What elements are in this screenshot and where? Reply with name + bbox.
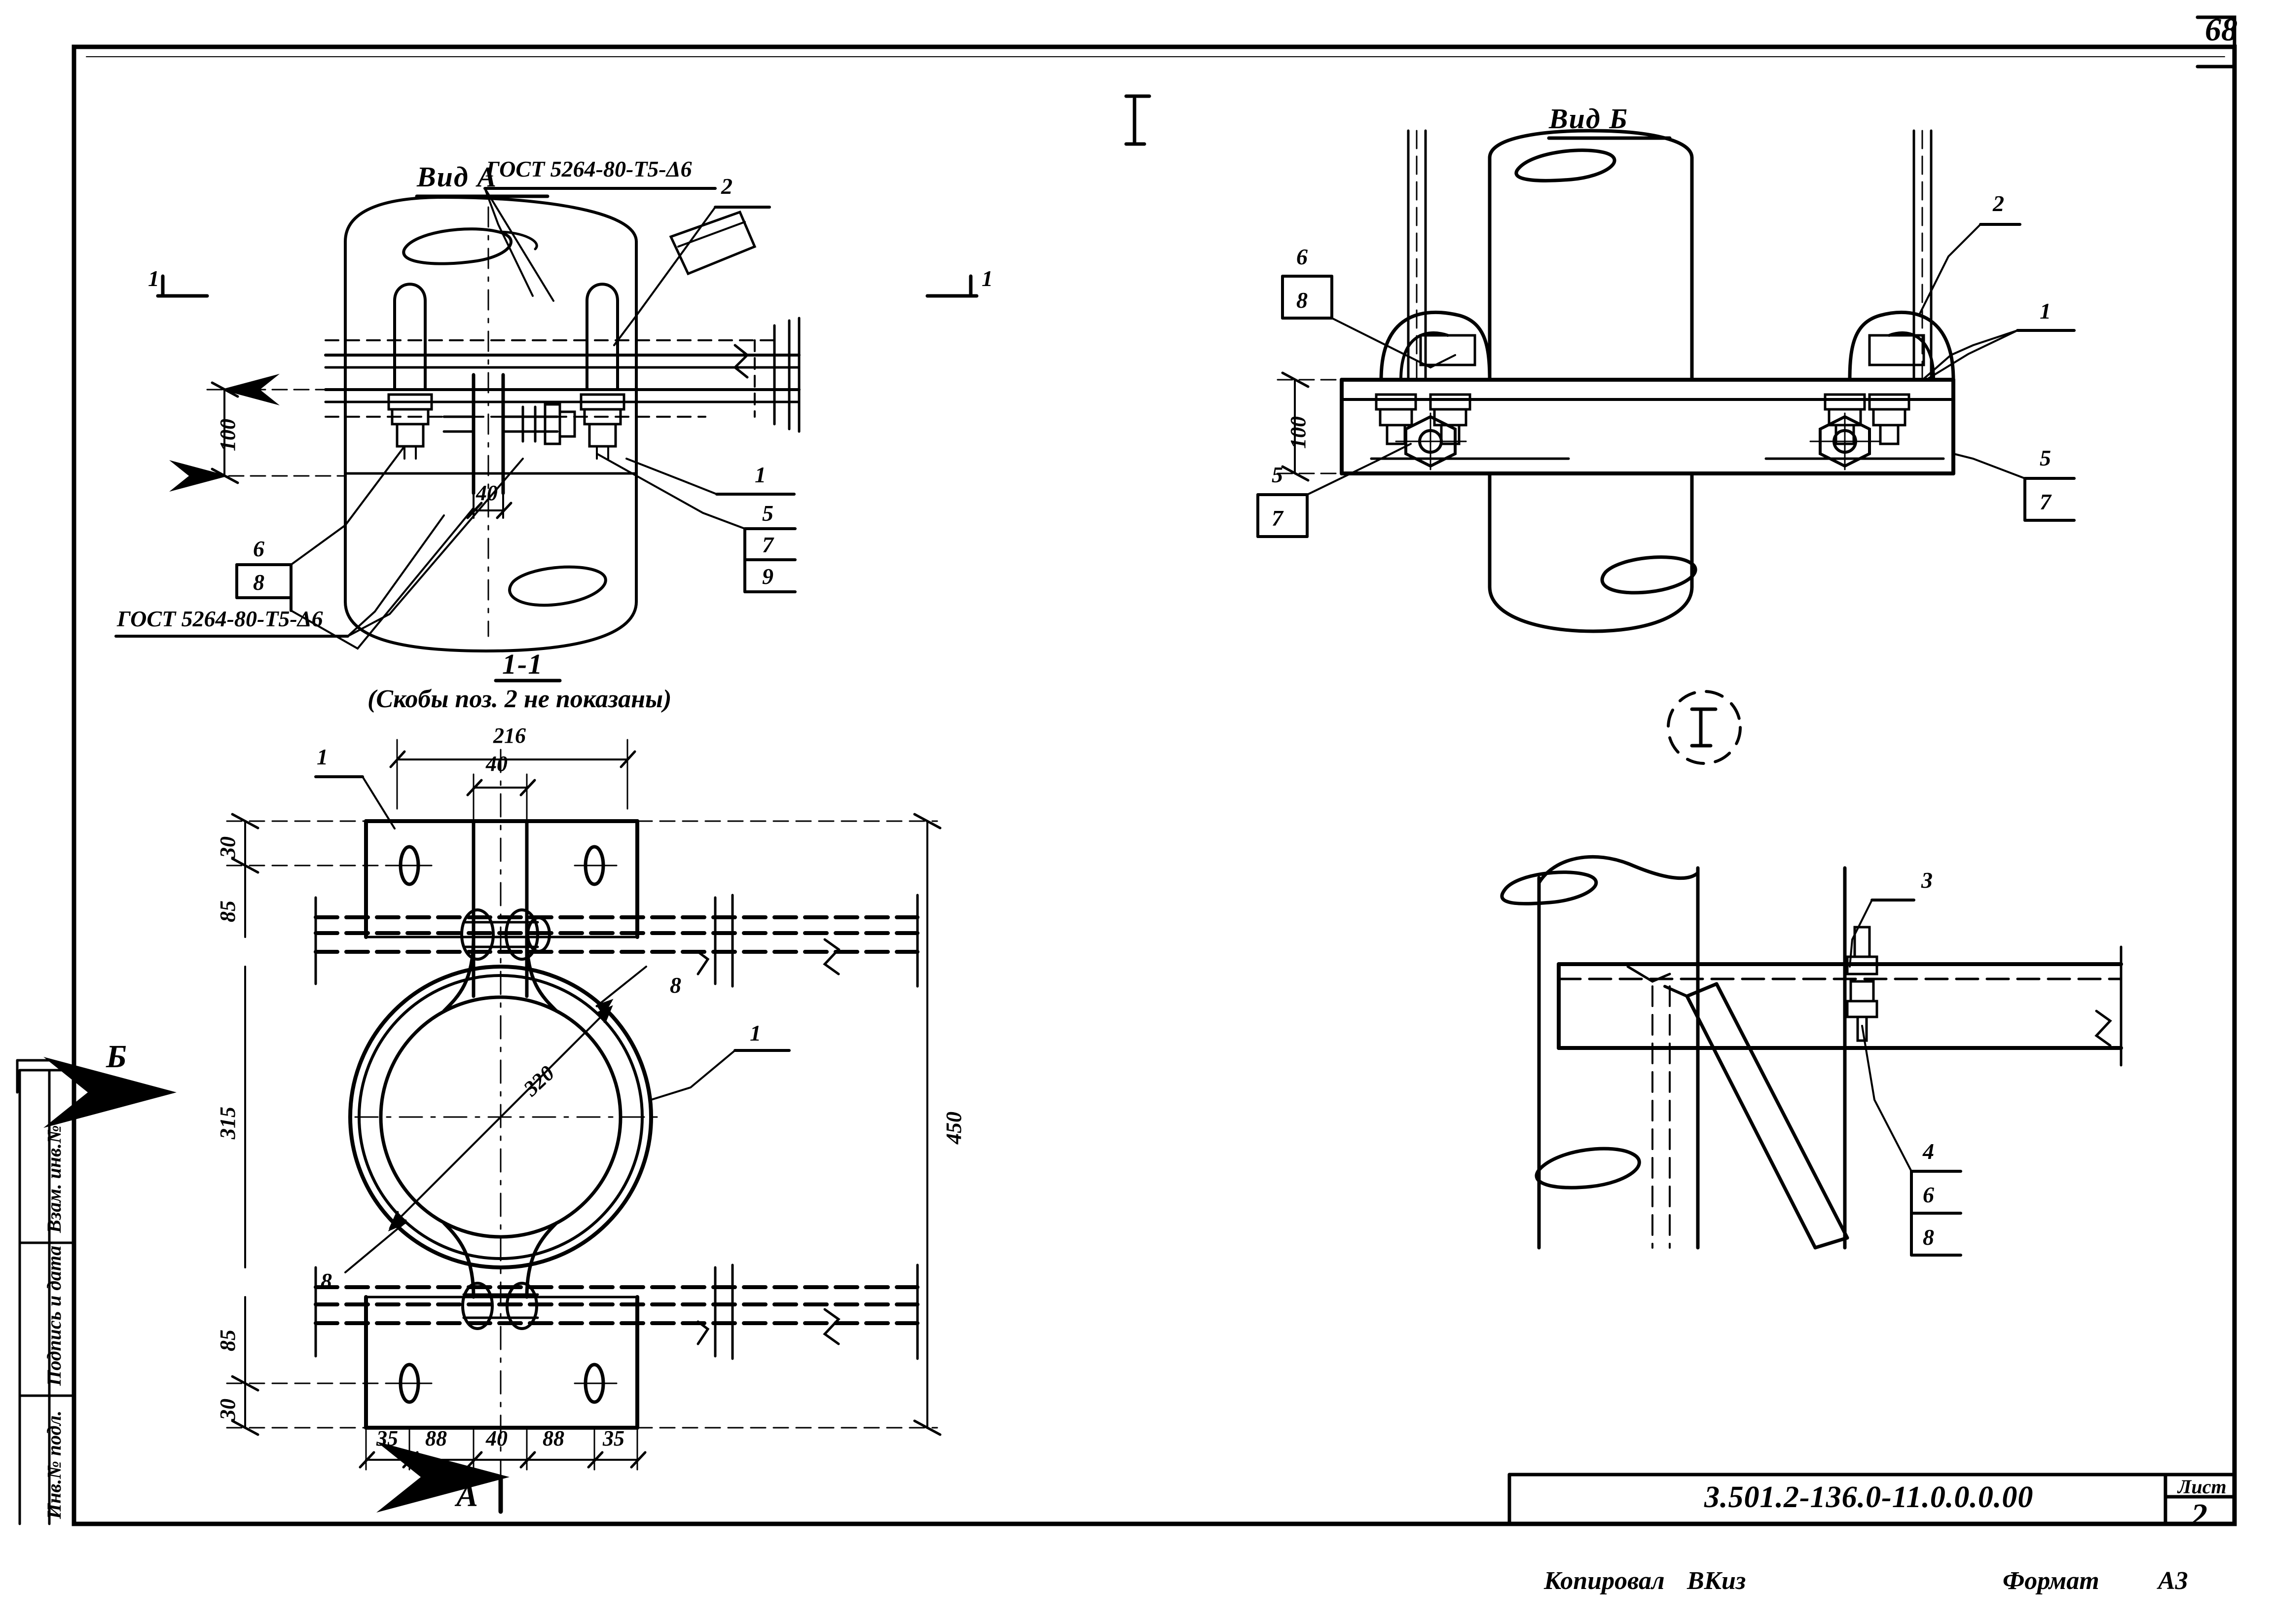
section-dim-30-top: 30 (216, 836, 240, 858)
title-block (1507, 1473, 2236, 1526)
section-dim-88-left: 88 (425, 1426, 447, 1450)
section-dim-40-bottom: 40 (486, 1426, 508, 1450)
view-b-callout-5-right: 5 (2040, 445, 2051, 470)
view-b-callout-8: 8 (1296, 288, 1308, 313)
view-a-callout-1: 1 (755, 462, 766, 487)
detail-callout-4: 4 (1923, 1139, 1934, 1164)
section-1-1-subtitle: (Скобы поз. 2 не показаны) (367, 685, 672, 713)
drawing-code: 3.501.2-136.0-11.0.0.0.00 (1704, 1480, 2034, 1514)
section-weld-8-top: 8 (670, 973, 681, 998)
section-dim-35-right: 35 (603, 1426, 624, 1450)
section-dim-315: 315 (216, 1107, 240, 1139)
view-a-weld-note-top: ГОСТ 5264-80-Т5-Δ6 (486, 156, 692, 181)
view-a-callout-8: 8 (253, 570, 264, 595)
detail-callout-6: 6 (1923, 1182, 1934, 1207)
view-b-callout-7-left: 7 (1272, 505, 1283, 531)
margin-field-inv-podl: Инв.№ подл. (43, 1410, 65, 1519)
view-b-dim-100: 100 (1286, 416, 1310, 449)
copied-by: ВКиз (1687, 1567, 1746, 1595)
margin-field-podpis-data: Подпись и дата (43, 1245, 65, 1386)
view-b-callout-6: 6 (1296, 244, 1308, 269)
section-1-1-title: 1-1 (502, 648, 544, 680)
page-number: 68 (2205, 12, 2237, 48)
view-b-title: Вид Б (1549, 103, 1629, 135)
sheet-frame (16, 15, 2237, 1526)
section-weld-8-bottom: 8 (321, 1268, 332, 1294)
view-a-section-mark-left: 1 (148, 266, 159, 291)
view-a-title: Вид А (417, 161, 497, 193)
section-dim-30-bottom: 30 (216, 1399, 240, 1420)
section-arrow-mark-b: Б (106, 1039, 127, 1075)
view-b-callout-2: 2 (1993, 191, 2004, 216)
view-a-weld-note-bottom: ГОСТ 5264-80-Т5-Δ6 (117, 606, 323, 631)
section-dim-85-bottom: 85 (216, 1330, 240, 1351)
view-b-callout-1: 1 (2040, 298, 2051, 324)
section-dim-450: 450 (942, 1112, 966, 1144)
view-a-geometry (114, 187, 979, 653)
detail-callout-3: 3 (1921, 867, 1933, 893)
view-a-callout-9: 9 (762, 564, 773, 589)
detail-callout-8: 8 (1923, 1225, 1934, 1250)
section-dim-88-right: 88 (543, 1426, 564, 1450)
section-callout-1-left: 1 (317, 744, 328, 769)
view-a-callout-7: 7 (762, 532, 773, 557)
margin-field-vzam-inv: Взам. инв.№ (43, 1125, 65, 1233)
list-value: 2 (2191, 1497, 2207, 1533)
view-a-callout-6: 6 (253, 536, 264, 561)
view-a-dim-100: 100 (216, 419, 240, 451)
section-dim-85-top: 85 (216, 901, 240, 922)
copied-label: Копировал (1544, 1567, 1665, 1595)
view-a-dim-40: 40 (476, 481, 498, 505)
view-a-section-mark-right: 1 (982, 266, 993, 291)
view-b-geometry (1124, 94, 2076, 765)
list-label: Лист (2178, 1476, 2227, 1498)
section-dim-40-top: 40 (486, 752, 508, 776)
format-value: А3 (2158, 1567, 2188, 1595)
format-label: Формат (2003, 1567, 2099, 1595)
section-dim-216: 216 (493, 723, 526, 748)
section-1-1-geometry (43, 679, 942, 1514)
view-b-callout-7-right: 7 (2040, 489, 2051, 514)
view-a-callout-5: 5 (762, 501, 773, 526)
section-callout-1-right: 1 (750, 1020, 761, 1046)
section-dim-35-left: 35 (376, 1426, 398, 1450)
section-arrow-mark-a: А (456, 1478, 478, 1514)
detail-g-geometry (1500, 855, 2123, 1257)
view-b-callout-5-left: 5 (1272, 462, 1283, 487)
view-a-callout-2: 2 (721, 174, 733, 199)
